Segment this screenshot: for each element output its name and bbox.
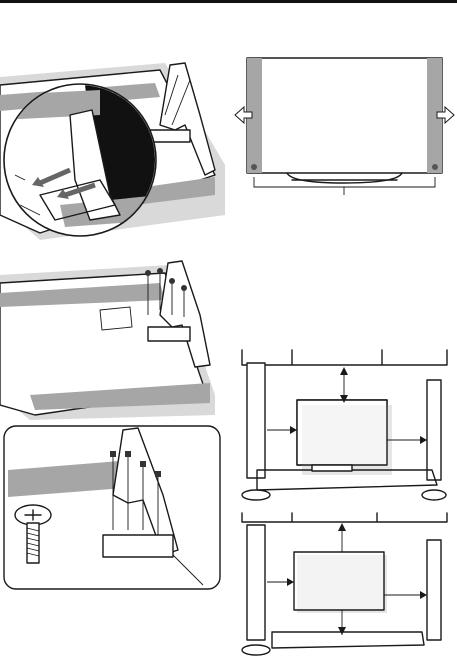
wall-clearance-stand-illustration <box>232 345 457 505</box>
wall-clearance-mounted-illustration <box>232 510 457 658</box>
tv-screen-clearance-illustration <box>232 55 457 200</box>
stand-guide-insertion-illustration <box>0 55 225 245</box>
stand-screw-detail-illustration <box>3 425 221 590</box>
stand-screw-overview-illustration <box>0 255 225 420</box>
header-rule <box>0 0 457 3</box>
